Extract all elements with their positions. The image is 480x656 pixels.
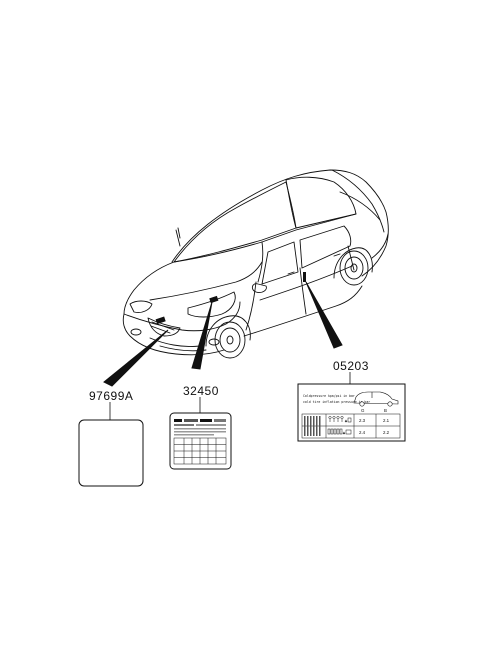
label-32450-emission xyxy=(169,412,232,470)
tire-row2-g: 2.4 xyxy=(359,430,366,435)
tire-row1-b: 2.1 xyxy=(383,418,390,423)
tire-col-g: G xyxy=(361,408,365,413)
svg-text:+: + xyxy=(343,431,345,435)
part-number-97699a: 97699A xyxy=(89,389,134,403)
car-illustration xyxy=(122,169,389,359)
leader-32450 xyxy=(191,301,213,370)
tire-label-header-2: cold tire inflation pressure in bar xyxy=(303,400,370,404)
tire-table-specs-icon xyxy=(304,416,321,436)
tire-col-b: B xyxy=(384,408,387,413)
label-location-marker-97699a xyxy=(155,316,166,325)
svg-text:+: + xyxy=(345,419,347,423)
car-pictogram-icon xyxy=(353,391,399,407)
leader-05203 xyxy=(305,281,343,349)
tire-label-header-1: Coldpressure kpa/psi in bar xyxy=(303,394,355,398)
label-97699a-blank xyxy=(78,419,144,487)
full-load-icon: + xyxy=(327,428,352,435)
tire-row1-g: 2.3 xyxy=(359,418,366,423)
leader-97699a xyxy=(103,329,169,387)
occupant-load-icon: + xyxy=(328,416,352,423)
label-location-marker-32450 xyxy=(209,295,219,304)
label-05203-tire-pressure: Coldpressure kpa/psi in bar cold tire in… xyxy=(297,383,406,442)
part-number-05203: 05203 xyxy=(333,359,369,373)
tire-row2-b: 2.2 xyxy=(383,430,390,435)
label-location-marker-05203 xyxy=(303,272,306,282)
part-number-32450: 32450 xyxy=(183,384,219,398)
